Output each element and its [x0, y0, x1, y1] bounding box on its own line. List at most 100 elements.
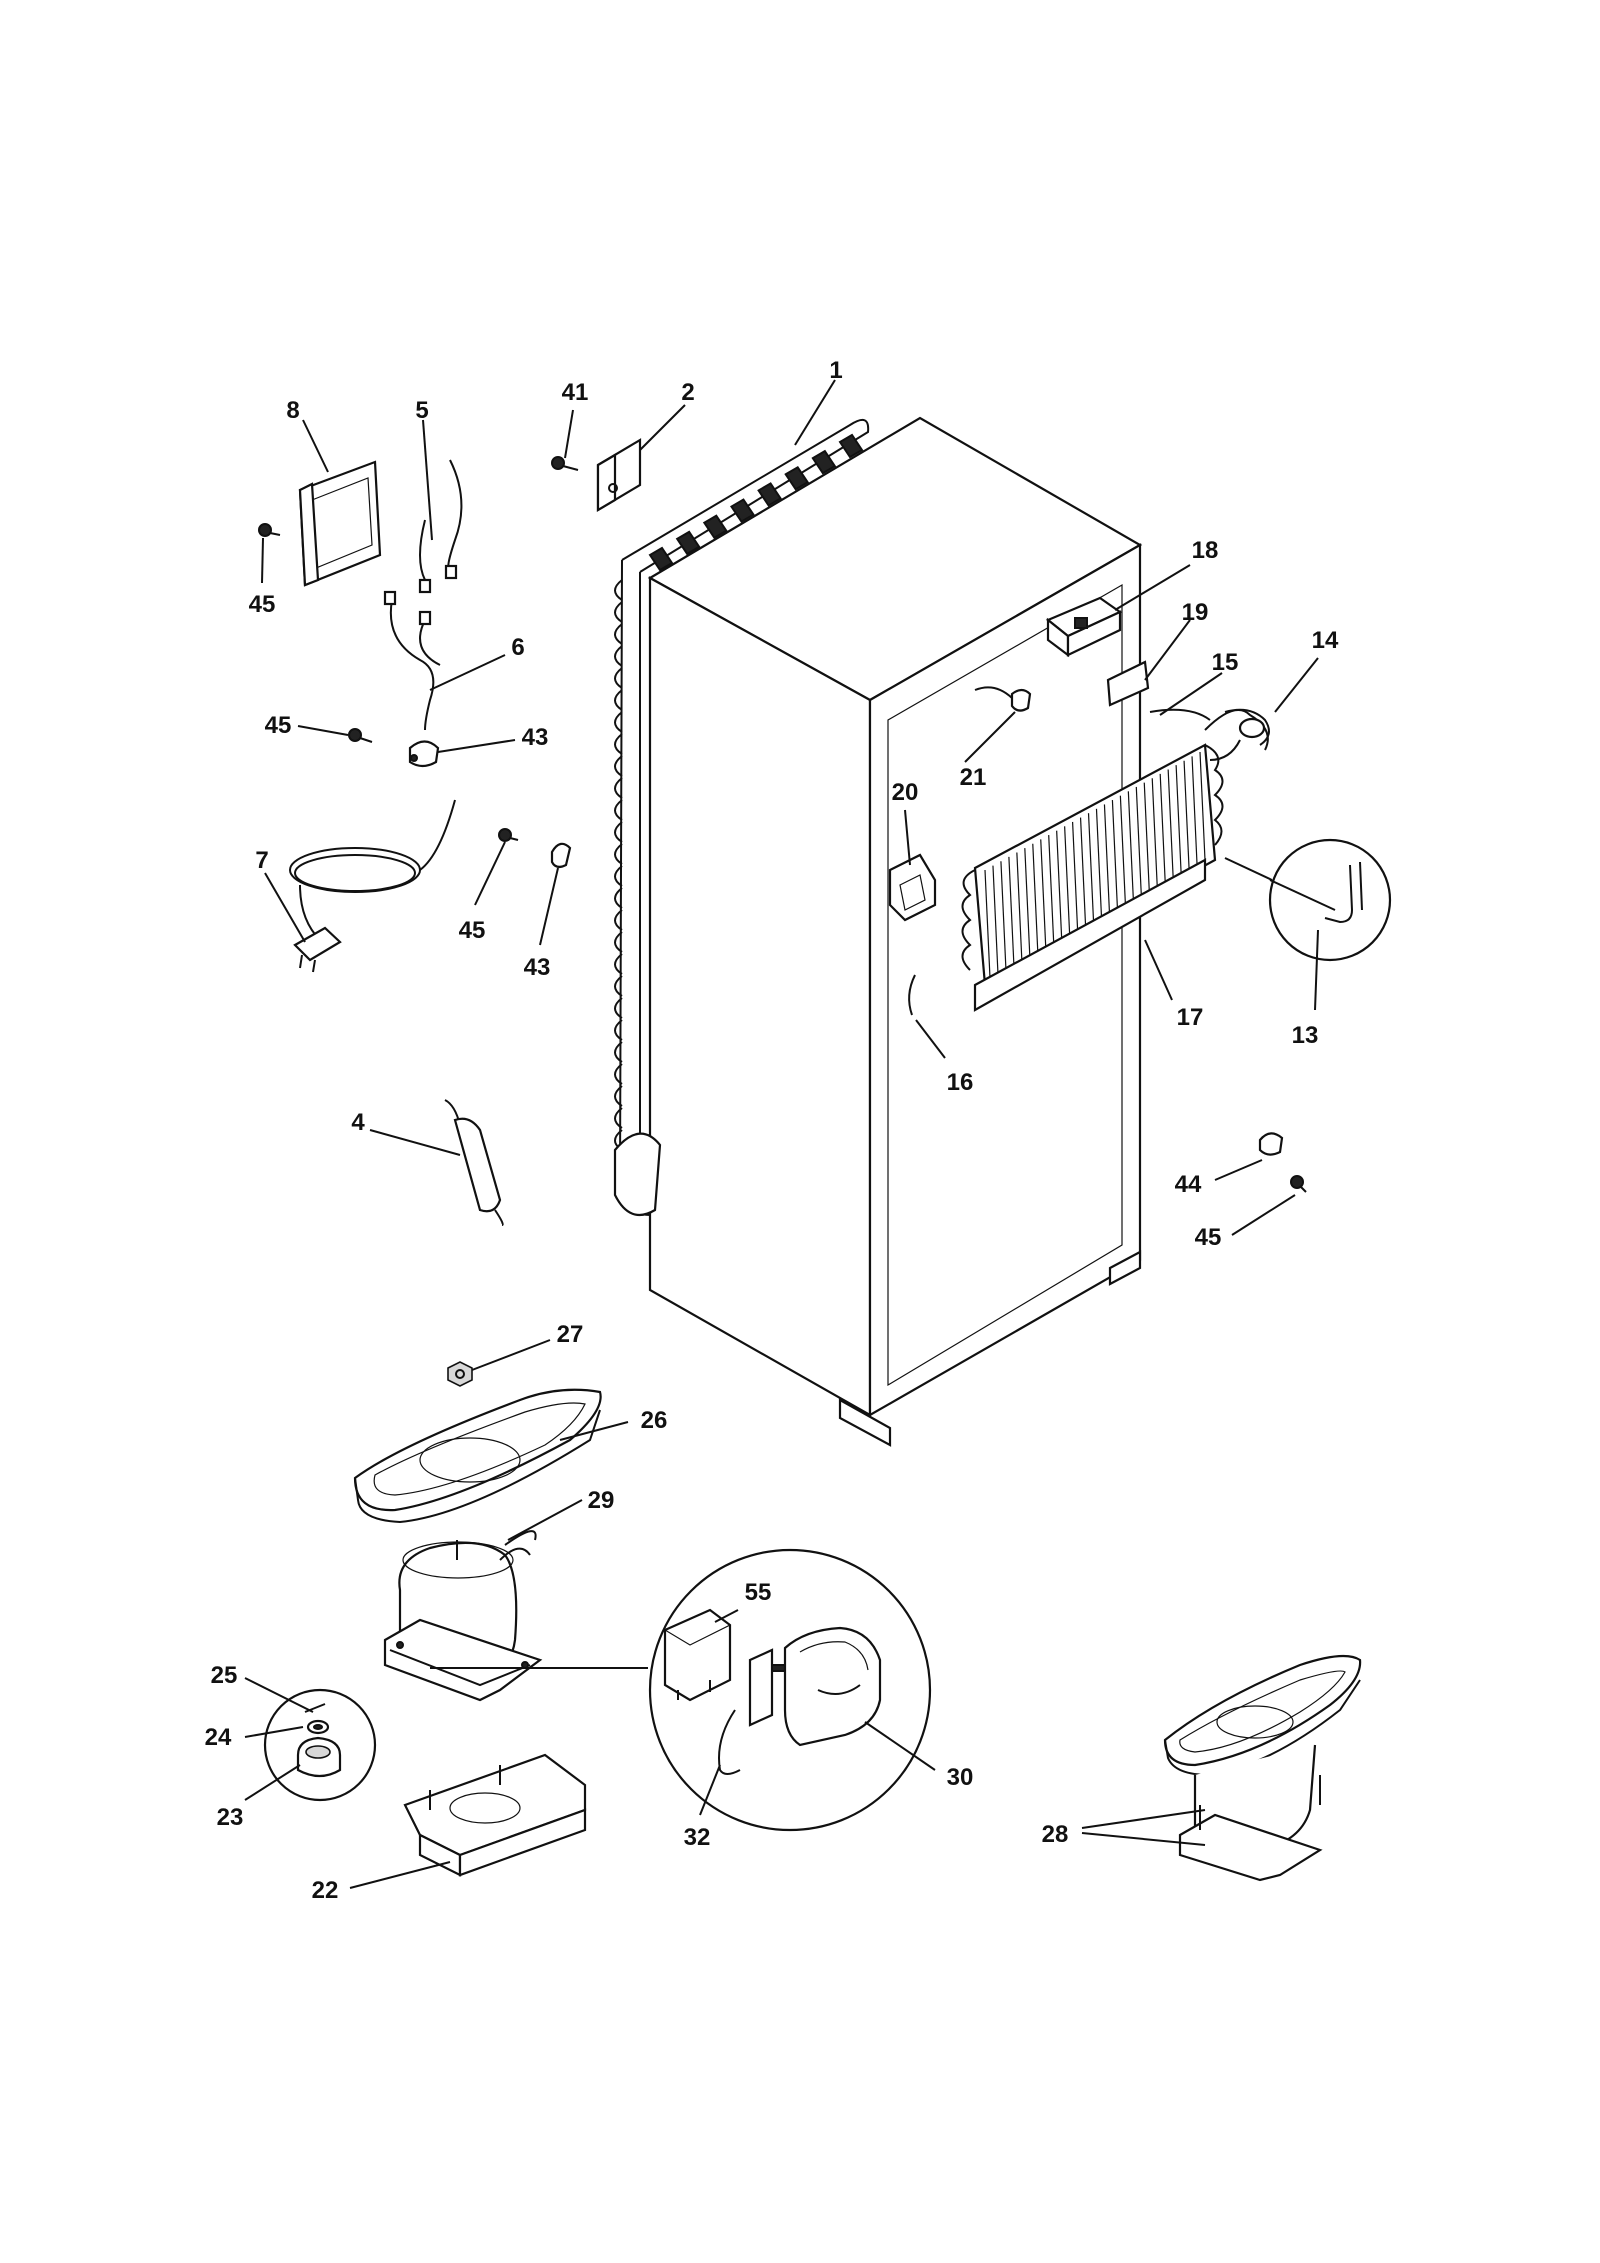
callout-32: 32 [684, 1824, 711, 1851]
callout-44: 44 [1175, 1171, 1202, 1198]
condenser-bend [614, 601, 623, 623]
evaporator-fin [1183, 760, 1190, 869]
condenser-bend [614, 711, 623, 733]
condenser-bend [614, 1041, 623, 1063]
condenser-bend [614, 1019, 623, 1041]
callout-15: 15 [1212, 649, 1239, 676]
callout-8: 8 [286, 397, 299, 424]
clamp-43-b [550, 842, 572, 869]
evaporator-fin [1151, 778, 1158, 887]
evaporator-fin [1040, 839, 1047, 948]
defrost-timer [1045, 596, 1123, 658]
callout-21: 21 [960, 764, 987, 791]
callout-43: 43 [522, 724, 549, 751]
start-relay [748, 1626, 882, 1747]
evaporator-fin [1199, 751, 1206, 861]
condenser-bend [614, 645, 623, 667]
callout-5: 5 [415, 397, 428, 424]
evaporator-fin [984, 869, 991, 979]
condenser-bend [614, 865, 623, 887]
condenser-bend [614, 1085, 623, 1107]
clamp-43-a [408, 740, 440, 768]
compressor-assembly [1163, 1654, 1362, 1882]
accumulator [1224, 708, 1270, 746]
callout-45: 45 [265, 712, 292, 739]
callout-55: 55 [745, 1579, 772, 1606]
cover-panel [298, 460, 382, 587]
callout-22: 22 [312, 1877, 339, 1904]
condenser-rung [730, 498, 755, 523]
callout-13: 13 [1292, 1022, 1319, 1049]
callout-23: 23 [217, 1804, 244, 1831]
overload-protector [663, 1608, 732, 1702]
callout-16: 16 [947, 1069, 974, 1096]
heater-inset [1224, 838, 1392, 962]
evaporator-fin [1127, 791, 1134, 900]
condenser-rung [757, 482, 782, 507]
condenser-bend [614, 733, 623, 755]
condenser-bend [614, 667, 623, 689]
condenser-bend [614, 843, 623, 865]
screw-45-c [498, 828, 519, 842]
condenser-bend [614, 975, 623, 997]
condenser-bend [614, 909, 623, 931]
compressor [383, 1530, 543, 1702]
mounting-plate [403, 1753, 587, 1877]
callout-45: 45 [1195, 1224, 1222, 1251]
condenser-bend [614, 997, 623, 1019]
evaporator-fin [1016, 852, 1023, 961]
power-cord [289, 799, 456, 973]
callout-1: 1 [829, 357, 842, 384]
screw-45-d [1290, 1175, 1307, 1193]
condenser-bend [614, 931, 623, 953]
screw-45-b [348, 728, 373, 743]
evaporator-fin [1048, 835, 1055, 944]
condenser-bend [614, 777, 623, 799]
callout-19: 19 [1182, 599, 1209, 626]
relay-wire [718, 1709, 741, 1775]
callout-30: 30 [947, 1764, 974, 1791]
callout-29: 29 [588, 1487, 615, 1514]
callout-18: 18 [1192, 537, 1219, 564]
callout-6: 6 [511, 634, 524, 661]
condenser-bend [614, 799, 623, 821]
condenser-bend [614, 689, 623, 711]
leader-lines [244, 379, 1319, 1889]
evaporator-fin [1095, 808, 1103, 917]
callout-45: 45 [249, 591, 276, 618]
evaporator-fin [1071, 821, 1079, 930]
evaporator-fin [1087, 813, 1095, 922]
filter-drier [444, 1099, 504, 1226]
evaporator-fin [992, 865, 999, 974]
clamp-44 [1258, 1132, 1284, 1156]
callout-7: 7 [255, 847, 268, 874]
callout-14: 14 [1312, 627, 1339, 654]
clip-16 [908, 974, 916, 1016]
callout-4: 4 [351, 1109, 365, 1136]
evaporator-fin [1159, 773, 1166, 882]
evaporator-fin [1167, 769, 1174, 878]
callout-26: 26 [641, 1407, 668, 1434]
condenser-rung [784, 465, 810, 491]
damper-control-20 [888, 853, 937, 922]
condenser-bend [614, 821, 623, 843]
callout-45: 45 [459, 917, 486, 944]
condenser-bend [614, 887, 623, 909]
condenser-coil [613, 418, 870, 1217]
callout-17: 17 [1177, 1004, 1204, 1031]
grommet-inset [263, 1688, 377, 1802]
callout-28: 28 [1042, 1821, 1069, 1848]
condenser-bend [614, 755, 623, 777]
condenser-bend [614, 953, 623, 975]
evaporator-fin [1000, 861, 1007, 970]
evaporator-fin [1024, 848, 1031, 957]
evaporator-fin [1064, 826, 1071, 935]
evaporator-fin [1111, 800, 1119, 909]
condenser-bend [614, 579, 623, 601]
evaporator-fin [1191, 756, 1198, 865]
callout-20: 20 [892, 779, 919, 806]
evaporator [961, 708, 1269, 1012]
condenser-rung [702, 514, 728, 540]
callout-27: 27 [557, 1321, 584, 1348]
evaporator-fin [1008, 856, 1015, 965]
